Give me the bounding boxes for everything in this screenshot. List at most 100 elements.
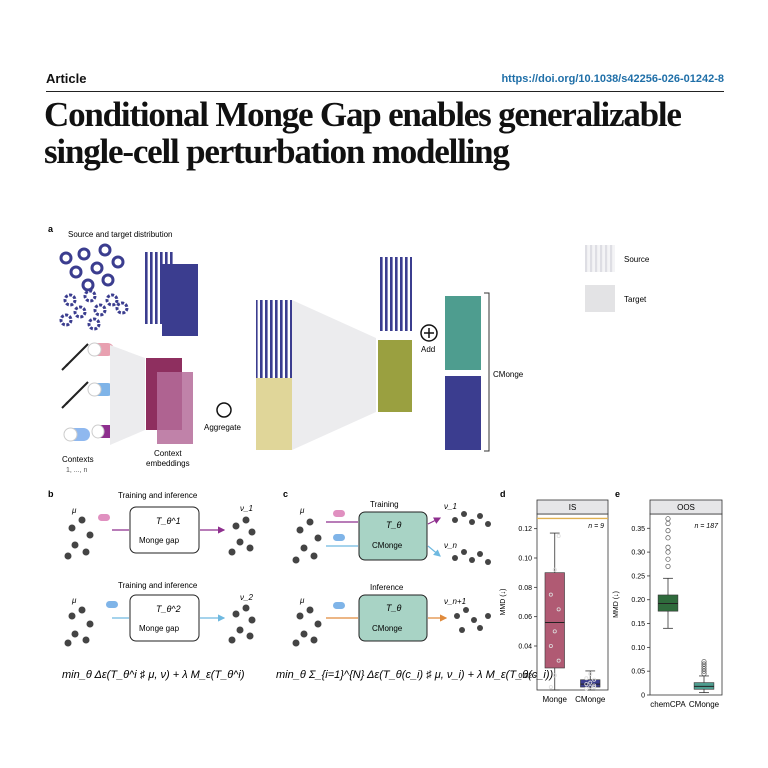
c-top-box [358,511,428,561]
legend-source-swatch [585,245,615,272]
context-embedding-2 [157,372,193,444]
y-tick-label: 0.05 [631,669,645,676]
c-bottom-map: T_θ [386,603,402,613]
outlier-point [701,661,707,667]
aggregate-label: Aggregate [204,423,241,432]
outlier-point [665,535,671,541]
output-target-block [445,376,481,450]
c-top-nun: ν_n [444,541,457,550]
c-top-nu1: ν_1 [444,502,457,511]
pill-icon-2 [87,382,114,397]
context-embeddings-label: Context [154,449,182,458]
data-point [584,682,589,687]
data-point [588,680,593,685]
pill-icon-1 [87,342,114,357]
b-top-cells [64,516,94,560]
y-axis-label: MMD (↓) [613,591,620,618]
data-point [592,683,597,688]
y-tick-label: 0.35 [631,526,645,533]
c-bottom-title: Inference [370,583,404,592]
data-point [592,685,597,690]
c-top-pill-icon-2 [333,534,345,541]
paper-title: Conditional Monge Gap enables generaliza… [44,95,682,171]
y-tick-label: 0.08 [518,585,532,592]
legend-target-swatch [585,285,615,312]
b-top-pill-icon [98,514,110,521]
context-embeddings-label-2: embeddings [146,459,190,468]
b-top-title: Training and inference [118,491,198,500]
c-bottom-box [358,594,428,642]
doi-link[interactable]: https://doi.org/10.1038/s42256-026-01242… [501,73,724,85]
data-point [588,671,593,676]
contexts-range: 1, ..., n [66,467,88,474]
c-top-cells [292,518,322,564]
outlier-point [665,516,671,522]
y-tick-label: 0.12 [518,526,532,533]
c-top-pill-icon-1 [333,510,345,517]
b-bottom-pill-icon [106,601,118,608]
outlier-point [701,659,707,665]
source-cells [59,243,125,292]
legend-source-label: Source [624,255,650,264]
data-point [556,534,561,539]
data-point [548,592,553,597]
chart-title: IS [569,503,577,512]
c-top-mu: μ [299,506,305,515]
y-tick-label: 0.06 [518,614,532,621]
legend-target-label: Target [624,295,647,304]
c-bottom-cells [292,606,322,647]
syringe-icon-2 [61,381,89,409]
target-cells [59,289,129,331]
box-cmonge [580,679,601,688]
b-bottom-nu: ν_2 [240,593,253,602]
x-tick-label: CMonge [575,695,606,704]
b-bottom-box-label: Monge gap [139,624,180,633]
outlier-point [665,520,671,527]
syringe-icon-1 [61,343,89,371]
latent-source-block [378,257,412,331]
data-point [548,685,553,690]
y-tick-label: 0.25 [631,573,645,580]
data-point [556,658,561,663]
outlier-point [665,563,671,569]
panel-e-label: e [615,489,620,499]
data-point [584,686,589,691]
outlier-point [665,528,671,534]
aggregate-icon [216,402,232,418]
b-equation: min_θ Δε(T_θ^i ♯ μ, ν) + λ M_ε(T_θ^i) [62,669,245,681]
y-axis-label: MMD (↓) [500,589,507,616]
data-point [552,567,557,572]
source-target-caption: Source and target distribution [68,230,173,239]
section-label: Article [46,71,87,86]
c-bottom-mu: μ [299,596,305,605]
y-tick-label: 0.04 [518,644,532,651]
outlier-point [701,668,707,674]
y-tick-label: 0.15 [631,621,645,628]
c-bottom-target-cells [454,607,491,633]
c-top-target-cells-1 [452,511,491,527]
x-tick-label: Monge [543,695,568,704]
contexts-label: Contexts [62,455,94,464]
y-tick-label: 0.10 [631,645,645,652]
c-bottom-nu: ν_n+1 [444,597,466,606]
panel-d-label: d [500,489,506,499]
b-bottom-cells [64,606,94,647]
data-point [592,677,597,682]
b-top-box-label: Monge gap [139,536,180,545]
data-point [588,685,593,690]
panel-a-label: a [48,224,54,234]
outlier-point [665,549,671,555]
n-label: n = 9 [588,523,604,530]
outlier-point [701,671,707,677]
c-top-map: T_θ [386,520,402,530]
add-label: Add [421,345,435,354]
y-tick-label: 0.10 [518,556,532,563]
b-bottom-mu: μ [71,596,77,605]
target-block [162,264,198,336]
y-tick-label: 0.02 [518,673,532,680]
panel-b-label: b [48,489,54,499]
box-monge [544,572,565,669]
chart-title-strip [536,499,609,515]
